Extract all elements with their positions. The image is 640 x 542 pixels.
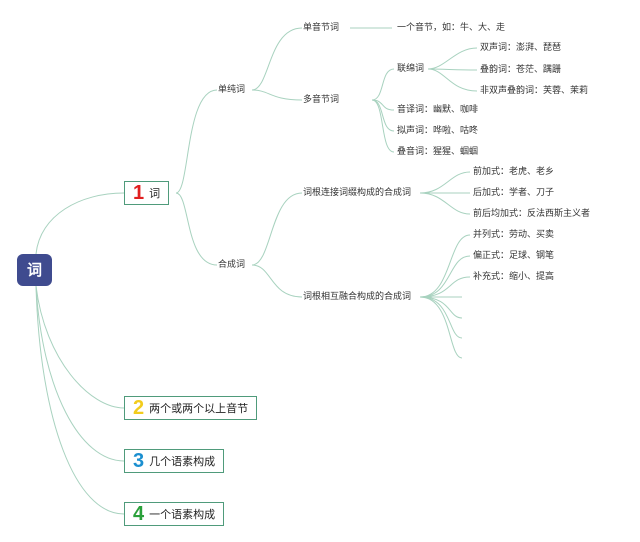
- node-dan-yinjie[interactable]: 单音节词: [303, 23, 340, 33]
- link-heci-ronghe: [251, 264, 303, 298]
- link-duo-lianmian: [371, 68, 395, 101]
- branch-node-3[interactable]: 3 几个语素构成: [124, 449, 225, 473]
- branch-node-1[interactable]: 1 词: [124, 181, 170, 205]
- branch-number: 3: [133, 450, 145, 472]
- node-duo-yinjie[interactable]: 多音节词: [303, 95, 340, 105]
- link-ronghe-3: [419, 276, 471, 298]
- link-branch1-heci: [175, 192, 218, 266]
- node-dan-yinjie-desc[interactable]: 一个音节，如：牛、大、走: [397, 23, 506, 33]
- node-duo-item[interactable]: 拟声词：哗啦、咕咚: [397, 126, 479, 136]
- branch-label: 几个语素构成: [149, 455, 216, 468]
- link-root-branch4: [35, 285, 125, 515]
- link-lianmian-1: [427, 47, 478, 70]
- node-danchunci[interactable]: 单纯词: [218, 85, 246, 95]
- link-root-branch3: [35, 285, 125, 462]
- branch-label: 两个或两个以上音节: [149, 402, 249, 415]
- node-cigen-ronghe[interactable]: 词根相互融合构成的合成词: [303, 292, 412, 302]
- link-duo-dieyin: [371, 99, 395, 153]
- node-duo-item[interactable]: 音译词：幽默、咖啡: [397, 105, 479, 115]
- link-root-branch1: [35, 192, 125, 255]
- node-lianmian-item[interactable]: 叠韵词：苍茫、蹒跚: [480, 65, 562, 75]
- branch-number: 2: [133, 397, 145, 419]
- link-danchunci-duo: [251, 89, 303, 101]
- node-heci[interactable]: 合成词: [218, 260, 246, 270]
- node-ciyao-item[interactable]: 后加式：学者、刀子: [473, 188, 555, 198]
- node-duo-item[interactable]: 叠音词：猩猩、蝈蝈: [397, 147, 479, 157]
- branch-node-2[interactable]: 2 两个或两个以上音节: [124, 396, 258, 420]
- link-ronghe-5: [419, 296, 463, 319]
- branch-node-4[interactable]: 4 一个语素构成: [124, 502, 225, 526]
- node-cigen-ciyao[interactable]: 词根连接词缀构成的合成词: [303, 188, 412, 198]
- link-ronghe-6: [419, 296, 463, 339]
- link-lianmian-3: [427, 68, 478, 92]
- branch-label: 词: [149, 187, 161, 200]
- node-lianmian[interactable]: 联绵词: [397, 64, 425, 74]
- node-ciyao-item[interactable]: 前加式：老虎、老乡: [473, 167, 555, 177]
- root-node[interactable]: 词: [17, 254, 52, 286]
- node-ronghe-item[interactable]: 并列式：劳动、买卖: [473, 230, 555, 240]
- link-danchunci-dan: [251, 27, 303, 91]
- node-ronghe-item[interactable]: 偏正式：足球、钢笔: [473, 251, 555, 261]
- branch-number: 1: [133, 182, 145, 204]
- node-ronghe-item[interactable]: 补充式：缩小、提高: [473, 272, 555, 282]
- link-ronghe-7: [419, 296, 463, 359]
- node-ciyao-item[interactable]: 前后均加式：反法西斯主义者: [473, 209, 591, 219]
- branch-number: 4: [133, 503, 145, 525]
- link-ronghe-2: [419, 255, 471, 298]
- link-ronghe-1: [419, 234, 471, 298]
- link-root-branch2: [35, 285, 125, 409]
- node-lianmian-item[interactable]: 非双声叠韵词：芙蓉、茉莉: [480, 86, 589, 96]
- node-lianmian-item[interactable]: 双声词：澎湃、琵琶: [480, 43, 562, 53]
- link-heci-ciyao: [251, 192, 303, 266]
- link-branch1-danchunci: [175, 89, 218, 194]
- link-ciyao-1: [419, 171, 471, 194]
- branch-label: 一个语素构成: [149, 508, 216, 521]
- link-lianmian-2: [427, 68, 478, 71]
- link-ciyao-3: [419, 192, 471, 215]
